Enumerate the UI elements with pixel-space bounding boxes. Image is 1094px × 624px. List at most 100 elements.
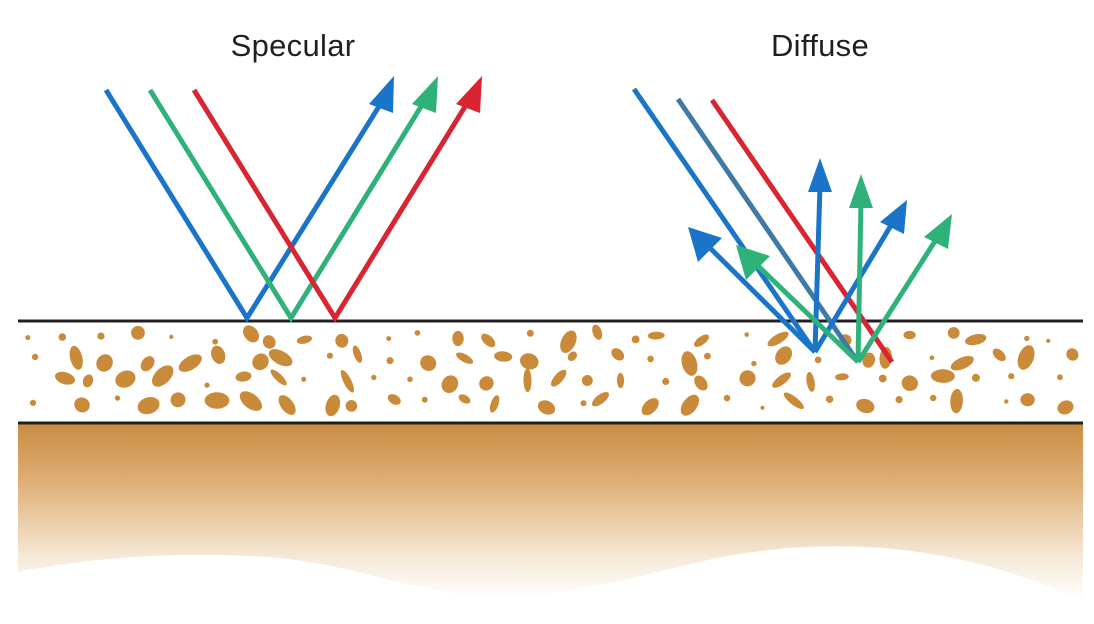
coating-particle [235, 371, 252, 382]
coating-particle [930, 394, 937, 402]
specular-red-ray [191, 88, 477, 323]
scatter-blue-right-arrowhead [880, 200, 907, 234]
coating-particle [895, 396, 903, 404]
coating-particle [29, 399, 37, 406]
coating-particle [296, 335, 313, 344]
coating-particle [115, 370, 136, 388]
coating-particle [268, 349, 293, 367]
coating-particle [131, 325, 145, 340]
coating-particle [878, 374, 887, 383]
diffuse-blue-incident-ray [631, 87, 818, 354]
specular-green-ray [147, 88, 433, 323]
coating-particle [137, 396, 160, 415]
coating-particle [647, 355, 654, 363]
specular-blue-arrowhead [369, 76, 394, 113]
scatter-green-up-arrowhead [849, 174, 873, 208]
coating-particle [641, 398, 659, 416]
coating-particle [1004, 399, 1009, 404]
coating-particle [421, 396, 428, 403]
coating-particle [950, 355, 974, 371]
coating-particle [481, 333, 496, 348]
coating-particle [772, 372, 792, 388]
coating-particle [591, 391, 610, 407]
coating-particle [526, 329, 534, 337]
coating-particle [301, 376, 307, 382]
coating-particle [82, 374, 94, 388]
coating-particle [631, 335, 640, 344]
coating-particle [170, 392, 186, 408]
coating-particle [971, 373, 980, 382]
coating-particle [1017, 345, 1035, 370]
coating-particle [616, 372, 625, 389]
specular-rays [103, 76, 482, 323]
coating-particle [326, 352, 333, 359]
coating-particle [520, 353, 539, 370]
coating-particle [681, 351, 698, 376]
coating-particle [744, 332, 749, 337]
specular-red-arrowhead [456, 76, 482, 113]
coating-particle [212, 338, 219, 345]
coating-particle [243, 325, 259, 343]
coating-particle [489, 395, 500, 413]
coating-particle [239, 391, 263, 411]
diffuse-label: Diffuse [770, 28, 870, 63]
coating-particle [523, 368, 532, 393]
coating-particle [114, 395, 121, 401]
coating-particle [386, 357, 394, 365]
coating-particle [452, 330, 464, 347]
coating-particle [567, 351, 578, 362]
coating-particle [560, 330, 577, 353]
coating-particle [25, 335, 31, 341]
coating-particle [140, 356, 155, 372]
coating-particle [611, 348, 625, 361]
coating-particle [903, 330, 916, 340]
coating-particle [74, 397, 90, 413]
scatter-green-up-ray [855, 199, 864, 363]
coating-particle [930, 369, 955, 383]
coating-particle [371, 374, 377, 381]
coating-particle [152, 365, 174, 387]
scatter-blue-left-arrowhead [688, 227, 722, 262]
coating-particle [551, 369, 567, 387]
coating-particle [580, 400, 587, 407]
coating-particle [1046, 338, 1051, 343]
diffuse-red-incident-ray [709, 98, 895, 364]
scatter-green-left-ray [754, 262, 860, 364]
coating-particle [662, 377, 670, 386]
specular-blue-ray [103, 88, 391, 323]
coating-particle [814, 356, 822, 364]
coating-particle [178, 354, 202, 372]
coating-particle [1008, 373, 1015, 380]
coating-particle [386, 336, 392, 341]
coating-particle [456, 352, 474, 364]
diffuse-steel-incident-ray [675, 97, 861, 364]
coating-particle [704, 352, 711, 360]
coating-particle [278, 395, 296, 415]
coating-particle [58, 333, 67, 341]
coating-particle [537, 400, 556, 415]
coating-particle [950, 388, 963, 414]
specular-label: Specular [230, 28, 356, 63]
substrate [18, 423, 1083, 600]
coating-particle [856, 398, 875, 414]
coating-particle [1057, 400, 1074, 415]
scatter-green-right-arrowhead [924, 214, 952, 249]
coating-particle [252, 353, 269, 371]
coating-particle [694, 375, 708, 391]
coating-particle [345, 400, 358, 412]
coating-particle [204, 392, 230, 409]
coating-particle [262, 335, 276, 349]
coating-particle [270, 369, 287, 386]
coating-particles [25, 324, 1079, 417]
coating-particle [1066, 348, 1079, 361]
coating-particle [775, 346, 793, 365]
coating-particle [739, 370, 756, 387]
coating-particle [407, 376, 413, 383]
coating-particle [751, 360, 757, 367]
coating-particle [169, 334, 174, 339]
coating-particle [96, 354, 113, 372]
coating-particle [760, 405, 765, 410]
coating-particle [581, 375, 593, 386]
coating-particle [767, 331, 789, 347]
